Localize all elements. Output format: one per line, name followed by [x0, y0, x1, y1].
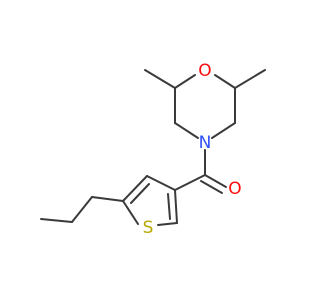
- nitrogen-label: N: [199, 133, 212, 153]
- bond-c5-n4: [211, 122, 236, 139]
- bond-s-c2t: [157, 222, 178, 226]
- bond-c2t-c3t-outer: [174, 189, 178, 224]
- structure-canvas: O N O S: [40, 61, 266, 238]
- bond-propyl-3: [40, 218, 73, 223]
- bond-o1-c6: [214, 74, 236, 89]
- bond-propyl-1: [91, 196, 124, 202]
- bond-c6-methyl: [234, 69, 266, 89]
- bond-c3t-c4t: [146, 175, 176, 191]
- bond-carbonyl-ring: [174, 174, 206, 191]
- bond-c4t-c5t-outer: [122, 175, 148, 202]
- bond-carbonyl-double-a: [204, 174, 227, 188]
- oxygen-ring-label: O: [198, 61, 211, 81]
- bond-c2-o1: [174, 74, 196, 89]
- bond-carbonyl-double-b: [200, 180, 223, 194]
- bond-c2t-c3t-inner: [167, 193, 171, 220]
- bond-c4t-c5t-inner: [130, 183, 150, 204]
- bond-c2-methyl: [144, 69, 176, 89]
- oxygen-carbonyl-label: O: [228, 179, 241, 199]
- bond-propyl-2: [71, 196, 93, 223]
- bond-n4-c3: [174, 122, 199, 139]
- bond-c5t-s: [122, 200, 139, 225]
- molecule-diagram: O N O S: [40, 61, 266, 238]
- sulfur-label: S: [143, 218, 154, 238]
